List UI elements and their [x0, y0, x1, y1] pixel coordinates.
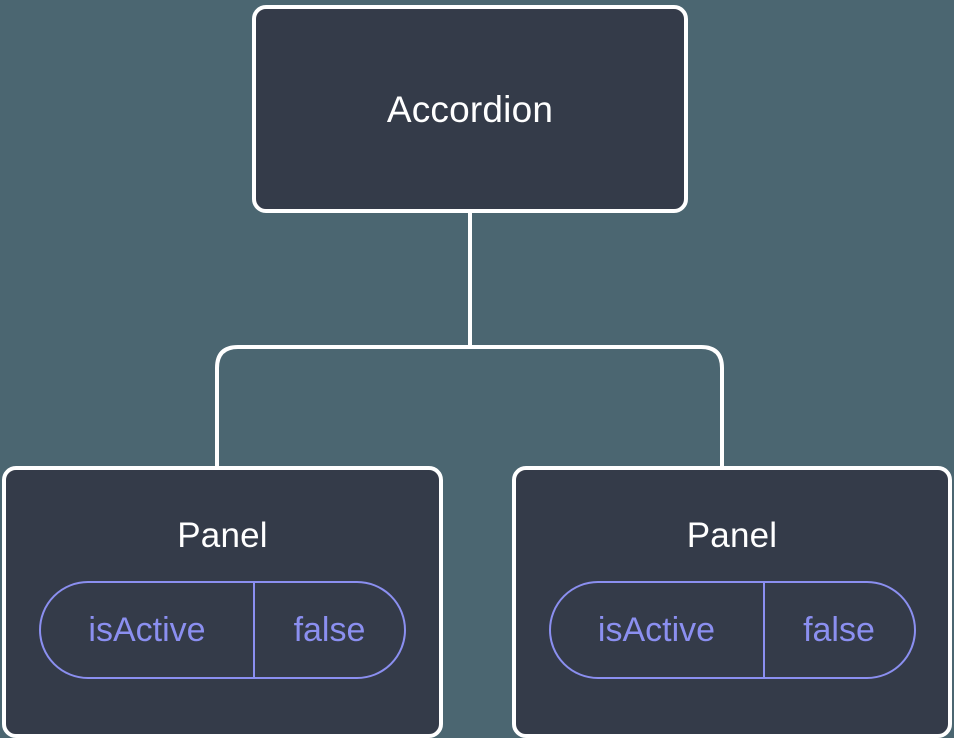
- state-value-label: false: [803, 611, 875, 649]
- node-panel-right-label: Panel: [686, 516, 778, 555]
- state-value-label: false: [293, 611, 366, 649]
- state-badge-panel-right[interactable]: isActive false: [548, 581, 916, 679]
- edge-to-panel-right: [470, 345, 724, 466]
- state-key-label: isActive: [551, 583, 765, 677]
- node-panel-left-label: Panel: [177, 516, 268, 555]
- node-accordion-label: Accordion: [386, 88, 554, 130]
- node-accordion[interactable]: Accordion: [252, 5, 688, 213]
- state-key-label: isActive: [41, 583, 255, 677]
- node-panel-left[interactable]: Panel isActive false: [2, 466, 443, 738]
- node-panel-right[interactable]: Panel isActive false: [512, 466, 952, 738]
- edge-to-panel-left: [215, 345, 470, 466]
- state-badge-panel-left[interactable]: isActive false: [39, 581, 406, 679]
